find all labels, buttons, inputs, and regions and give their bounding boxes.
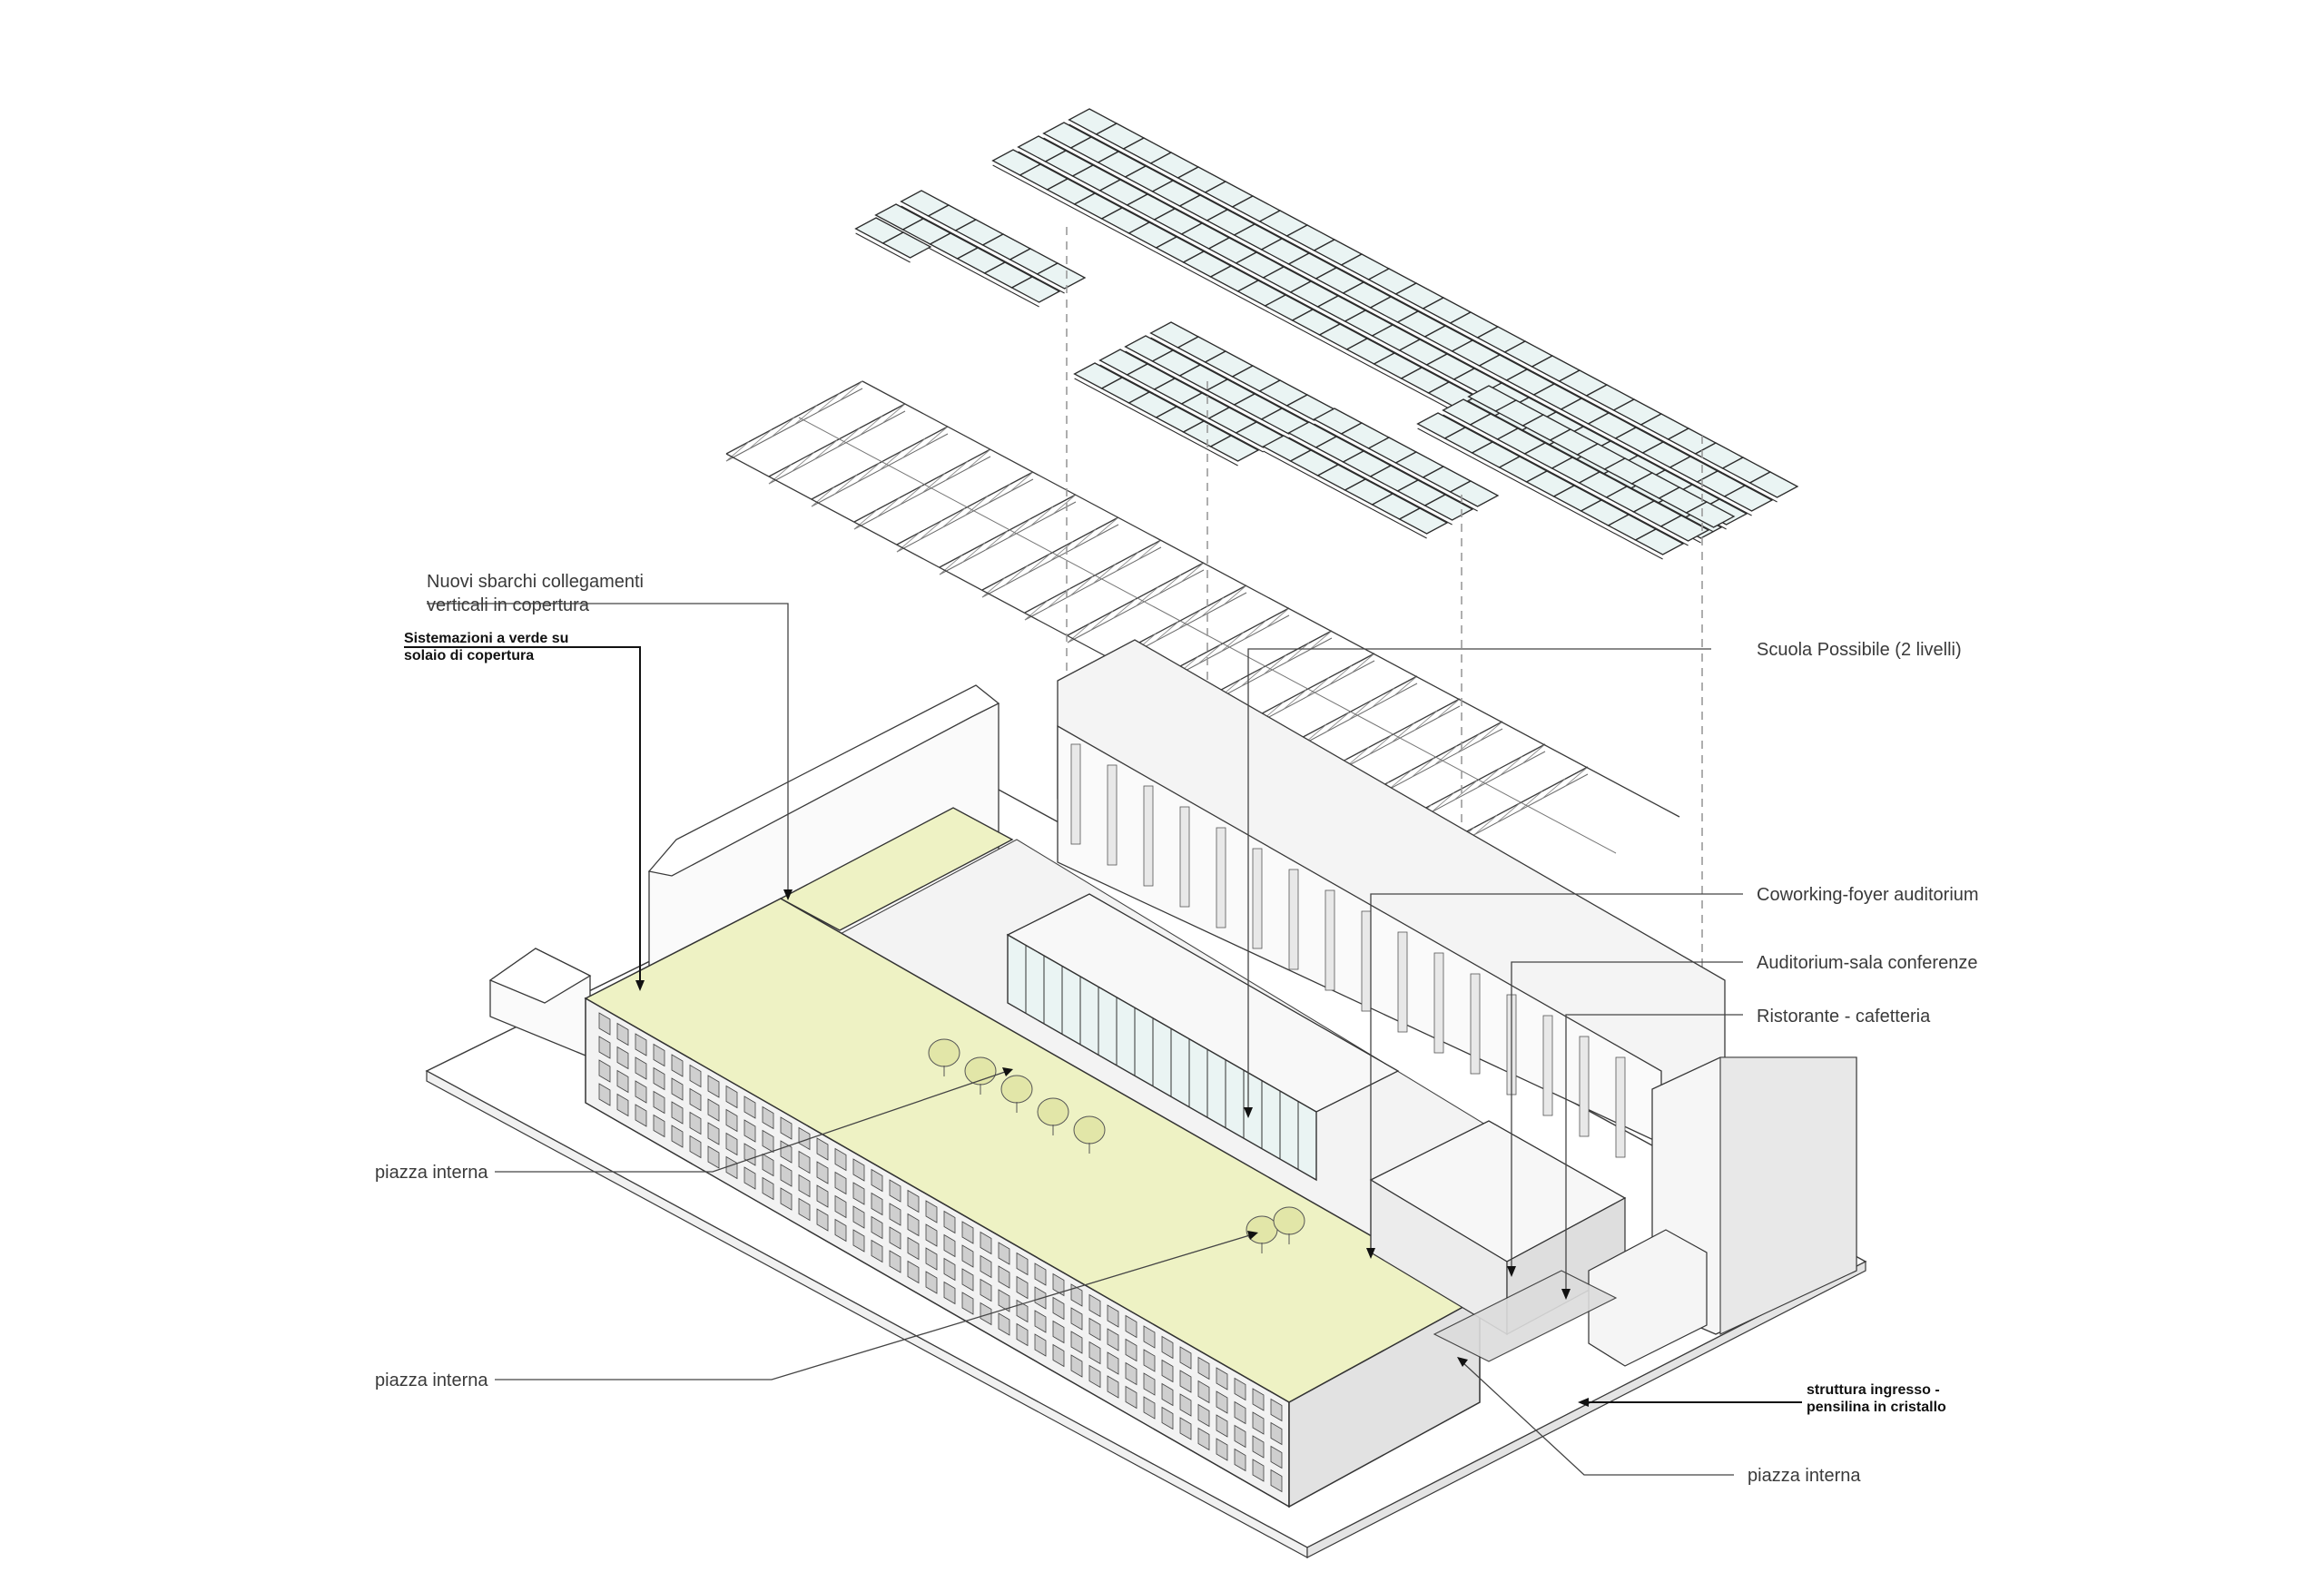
leader-lines (404, 603, 1802, 1476)
label-piazza-3: piazza interna (1748, 1466, 1861, 1486)
labels: Nuovi sbarchi collegamenti verticali in … (375, 572, 1979, 1486)
main-building (584, 807, 1708, 1508)
label-sbarchi-line2: verticali in copertura (427, 595, 590, 615)
label-piazza-2: piazza interna (375, 1371, 488, 1390)
label-ingresso-line2: pensilina in cristallo (1807, 1400, 1946, 1415)
label-ristorante: Ristorante - cafetteria (1757, 1007, 1931, 1027)
label-auditorium: Auditorium-sala conferenze (1757, 953, 1977, 973)
label-verde-line1: Sistemazioni a verde su (404, 631, 568, 646)
label-sbarchi-line1: Nuovi sbarchi collegamenti (427, 572, 644, 592)
label-piazza-1: piazza interna (375, 1163, 488, 1183)
glass-roof-panels (854, 108, 1799, 560)
label-scuola: Scuola Possibile (2 livelli) (1757, 640, 1962, 660)
label-ingresso-line1: struttura ingresso - (1807, 1382, 1940, 1398)
label-verde-line2: solaio di copertura (404, 648, 534, 663)
label-coworking: Coworking-foyer auditorium (1757, 885, 1979, 905)
